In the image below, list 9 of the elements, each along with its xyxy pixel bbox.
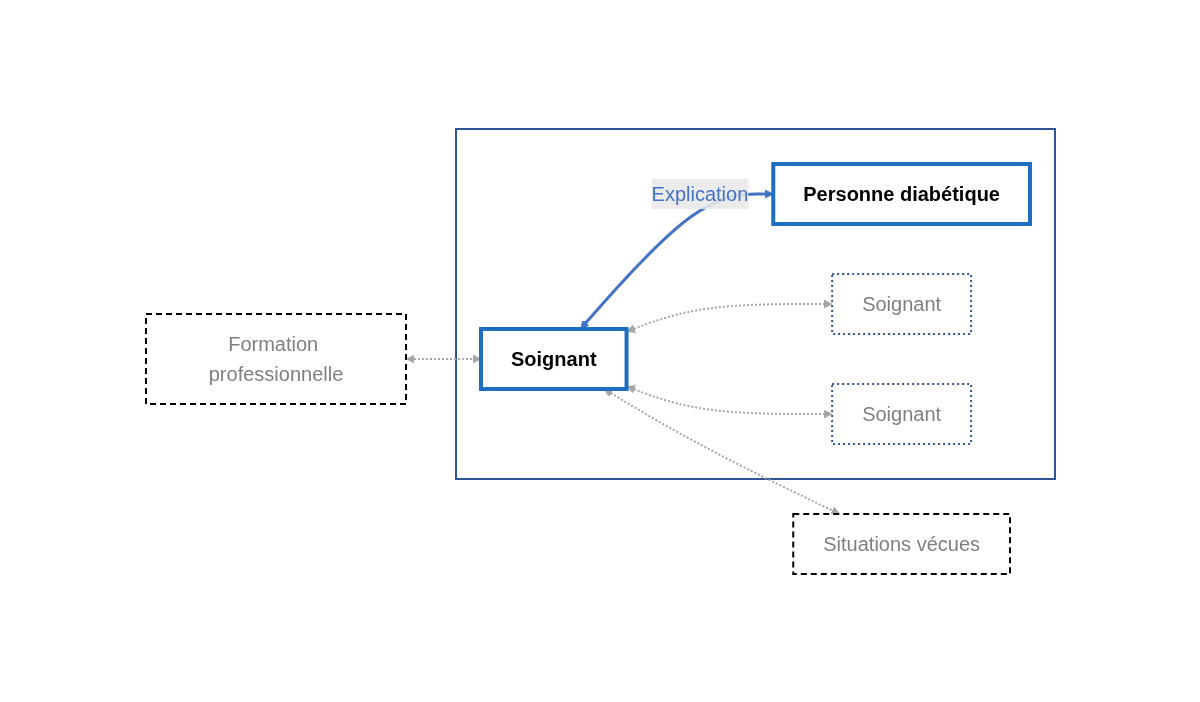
node-box: Personne diabétique: [770, 161, 1032, 226]
node-box: Soignant: [830, 382, 972, 445]
node-box: Soignant: [830, 272, 972, 335]
node-box: Formation professionnelle: [144, 312, 407, 405]
node-box: Soignant: [478, 326, 629, 391]
node-box: Situations vécues: [791, 512, 1011, 575]
edge-label: Explication: [651, 182, 748, 205]
arrow: [603, 388, 840, 514]
cluster: [454, 127, 1056, 480]
